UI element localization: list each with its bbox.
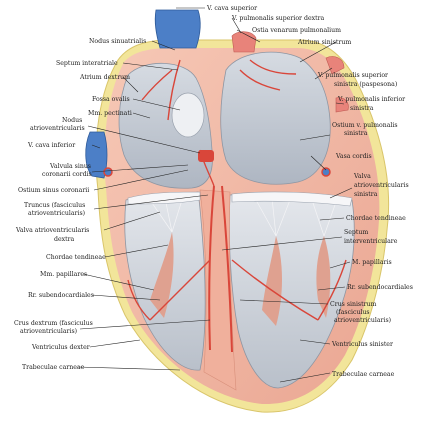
label-v-cava-superior: V. cava superior [206, 5, 257, 12]
label-valva-av-sin-3: sinistra [354, 191, 378, 198]
right-superior-pulmonary-vein [231, 31, 257, 53]
label-crus-sin-1: Crus sinistrum [330, 301, 377, 308]
papillary-muscle-right-ventricle [150, 232, 174, 318]
fossa-ovalis [171, 92, 205, 138]
label-valvula-sinus-2: coronarii cordis [42, 171, 92, 178]
mitral-valve [231, 191, 353, 207]
label-v-pulm-sup-dextra: V. pulmonalis superior dextra [231, 15, 325, 22]
label-crus-sin-3: atrioventricularis) [334, 317, 391, 324]
label-nodus-sinuatrialis: Nodus sinuatrialis [89, 38, 146, 45]
left-superior-pulmonary-vein [325, 56, 345, 75]
inferior-vena-cava [85, 131, 108, 179]
label-ventriculus-sinister: Ventriculus sinister [331, 341, 393, 348]
label-fossa-ovalis: Fossa ovalis [92, 96, 130, 103]
label-ostia-venarum: Ostia venarum pulmonalium [252, 27, 341, 34]
label-valva-av-sin-1: Valva [353, 173, 371, 180]
label-valva-av-sin-2: atrioventricularis [354, 182, 409, 189]
left-atrium-cavity [220, 51, 331, 185]
label-ostium-v-pulm-2: sinistra [344, 130, 368, 137]
atrioventricular-node [198, 150, 214, 162]
label-truncus-1: Truncus (fasciculus [24, 202, 85, 209]
label-atrium-dextrum: Atrium dextrum [79, 74, 130, 81]
label-mm-papillares: Mm. papillares [40, 271, 87, 278]
label-trabeculae-right: Trabeculae carneae [332, 371, 395, 378]
papillary-muscle-left-ventricle-2 [316, 236, 331, 318]
label-mm-pectinati: Mm. pectinati [88, 110, 132, 117]
label-septum-interatriale: Septum interatriale [56, 60, 118, 67]
label-ventriculus-dexter: Ventriculus dexter [31, 344, 90, 351]
label-crus-sin-2: (fasciculus [336, 309, 370, 316]
label-nodus-av-2: atrioventricularis [30, 125, 85, 132]
label-truncus-2: atrioventricularis) [28, 210, 85, 217]
label-v-pulm-inf-1: V. pulmonalis inferior [337, 96, 405, 103]
vasa-cordis-right [103, 167, 113, 177]
label-trabeculae-left: Trabeculae carneae [22, 364, 85, 371]
label-v-pulm-inf-2: sinistra [350, 105, 374, 112]
label-septum-iv-2: interventriculare [344, 238, 398, 245]
label-valvula-sinus-1: Valvula sinus [49, 163, 91, 170]
label-v-cava-inferior: V. cava inferior [27, 142, 75, 149]
labels: V. cava superior Nodus sinuatrialis V. p… [14, 5, 413, 378]
label-v-pulm-sup-sinistra-1: V. pulmonalis superior [317, 72, 388, 79]
tricuspid-valve [127, 191, 201, 205]
label-rr-subendo-left: Rr. subendocardiales [28, 292, 94, 299]
label-atrium-sinistrum: Atrium sinistrum [297, 39, 351, 46]
label-crus-dex-1: Crus dextrum (fasciculus [14, 320, 93, 327]
label-m-papillaris: M. papillaris [352, 259, 392, 266]
papillary-muscle-left-ventricle-1 [262, 236, 282, 326]
label-chordae-left: Chordae tendineae [46, 254, 106, 261]
vasa-cordis-left [321, 167, 331, 177]
label-vasa-cordis: Vasa cordis [335, 153, 372, 160]
chordae-tendineae [149, 197, 337, 237]
label-valva-av-dex-1: Valva atrioventricularis [15, 227, 89, 234]
label-nodus-av-1: Nodus [62, 117, 82, 124]
label-v-pulm-sup-sinistra-2: sinistra (paspesona) [334, 81, 397, 88]
label-valva-av-dex-2: dextra [54, 236, 75, 243]
superior-vena-cava [154, 9, 201, 49]
label-rr-subendo-right: Rr. subendocardiales [347, 284, 413, 291]
leader-lines [77, 7, 353, 383]
label-crus-dex-2: atrioventricularis) [20, 328, 77, 335]
label-ostium-v-pulm-1: Ostium v. pulmonalis [332, 122, 398, 129]
label-ostium-sinus: Ostium sinus coronarii [18, 187, 89, 194]
label-chordae-right: Chordae tendineae [346, 215, 406, 222]
left-inferior-pulmonary-vein [335, 97, 349, 113]
label-septum-iv-1: Septum [344, 229, 368, 236]
